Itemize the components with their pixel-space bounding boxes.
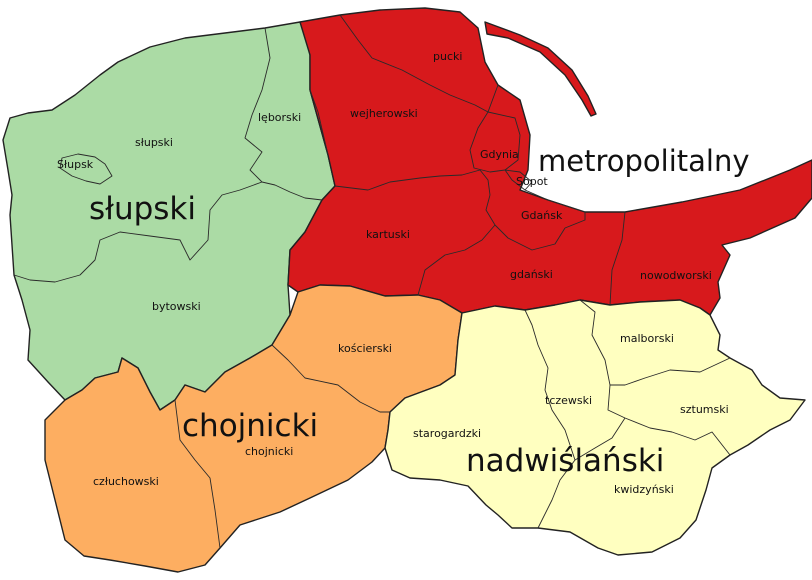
label-county-pucki: pucki bbox=[433, 50, 462, 63]
label-county-sopot: Sopot bbox=[516, 175, 548, 188]
border-gdansk bbox=[485, 189, 586, 251]
label-county-malborski: malborski bbox=[620, 332, 674, 345]
label-region-chojnicki: chojnicki bbox=[182, 408, 318, 444]
border-gdanski-nowodworski bbox=[609, 211, 626, 306]
region-metropolitalny-area[interactable] bbox=[287, 7, 812, 316]
border-wejherowski-pucki bbox=[339, 14, 499, 113]
region-nadwislanski-area[interactable] bbox=[384, 299, 806, 556]
label-county-gdynia: Gdynia bbox=[480, 148, 519, 161]
label-county-tczewski: tczewski bbox=[545, 394, 592, 407]
label-county-sztumski: sztumski bbox=[680, 403, 729, 416]
border-kartuski-gdanski bbox=[417, 224, 496, 296]
label-county-czluchowski: człuchowski bbox=[93, 475, 159, 488]
label-region-nadwislanski: nadwiślański bbox=[466, 443, 664, 479]
border-slupsk-city bbox=[59, 153, 113, 185]
border-slupski-leborski bbox=[244, 27, 323, 201]
label-region-slupski: słupski bbox=[89, 191, 196, 227]
label-county-koscierski: kościerski bbox=[338, 342, 392, 355]
label-county-gdansk: Gdańsk bbox=[521, 209, 563, 222]
border-tczewski-kwidzynski bbox=[574, 417, 626, 461]
border-chojnicki-koscierski bbox=[271, 344, 390, 413]
border-tczewski-malborski bbox=[579, 299, 626, 419]
label-county-leborski: lęborski bbox=[258, 111, 301, 124]
border-malborski-sztumski bbox=[610, 357, 731, 386]
label-county-chojnicki: chojnicki bbox=[245, 445, 293, 458]
border-chojnicki-czluchowski bbox=[174, 399, 221, 549]
border-sztumski-kwidzynski bbox=[624, 417, 731, 456]
border-gdynia bbox=[469, 111, 521, 173]
border-starogardzki-tczewski bbox=[524, 309, 576, 529]
label-county-kartuski: kartuski bbox=[366, 228, 410, 241]
border-wejherowski-kartuski bbox=[334, 169, 491, 196]
label-county-wejherowski: wejherowski bbox=[350, 107, 418, 120]
label-county-slupsk-city: Słupsk bbox=[57, 158, 94, 171]
label-county-gdanski: gdański bbox=[510, 268, 553, 281]
border-slupski-bytowski bbox=[13, 181, 263, 283]
label-county-nowodworski: nowodworski bbox=[640, 269, 712, 282]
label-county-slupski: słupski bbox=[135, 136, 173, 149]
label-county-kwidzynski: kwidzyński bbox=[614, 483, 674, 496]
label-county-starogardzki: starogardzki bbox=[413, 427, 481, 440]
border-leborski-wejherowski bbox=[309, 89, 329, 156]
hel-peninsula bbox=[484, 21, 597, 117]
border-sopot bbox=[504, 169, 533, 191]
label-region-metropolitalny: metropolitalny bbox=[538, 144, 750, 178]
label-county-bytowski: bytowski bbox=[152, 300, 201, 313]
